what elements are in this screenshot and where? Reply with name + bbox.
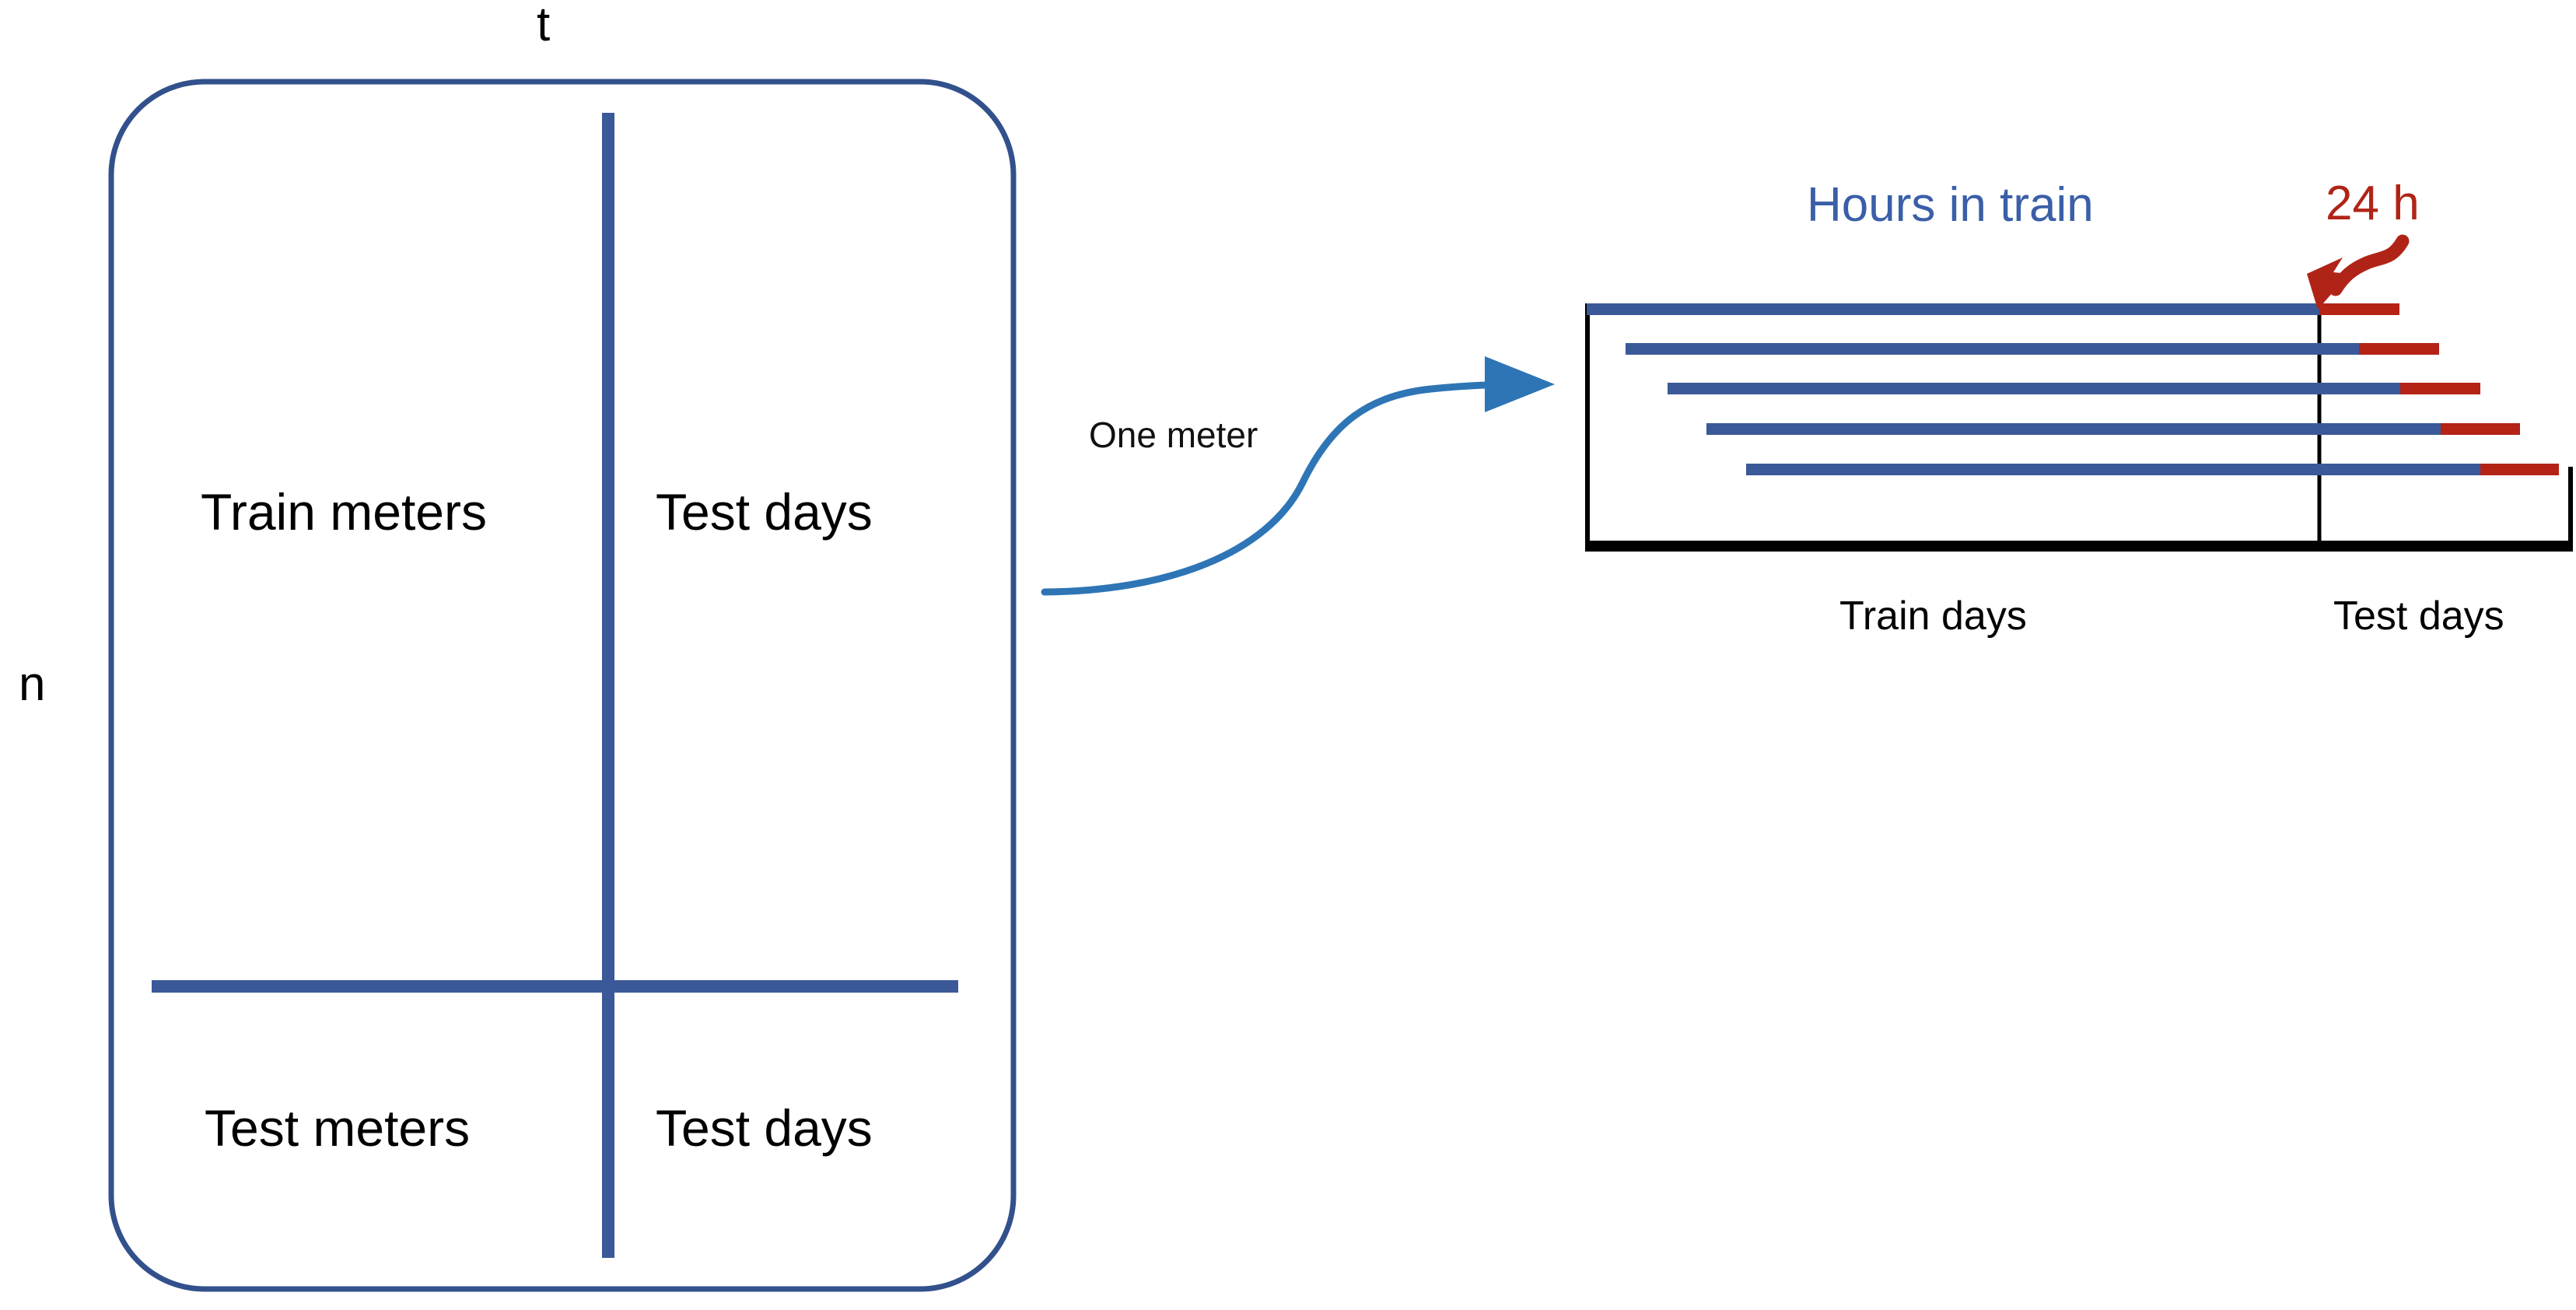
bar-row-2-test xyxy=(2359,343,2439,355)
callout-arrow-head-icon xyxy=(2307,257,2349,310)
bar-row-4-train xyxy=(1706,423,2441,435)
bar-row-5-train xyxy=(1746,464,2480,475)
bar-row-2-train xyxy=(1626,343,2359,355)
quadrant-label-test-days-bottom: Test days xyxy=(656,1099,873,1157)
bar-row-1-train xyxy=(1587,303,2319,315)
chart-callout-label-24h: 24 h xyxy=(2326,177,2420,230)
axis-label-n: n xyxy=(19,657,46,711)
bar-row-3-test xyxy=(2400,383,2480,394)
quadrant-label-test-meters: Test meters xyxy=(205,1099,471,1157)
chart-series-label-hours-in-train: Hours in train xyxy=(1807,178,2094,232)
matrix-rounded-rect xyxy=(108,79,1017,1292)
bar-row-4-test xyxy=(2441,423,2520,435)
bar-row-1-test xyxy=(2319,303,2399,315)
one-meter-arrow-icon xyxy=(1041,356,1555,596)
quadrant-label-train-meters: Train meters xyxy=(201,483,487,541)
bar-row-5-test xyxy=(2480,464,2559,475)
axis-label-t: t xyxy=(537,0,551,51)
chart-axis-label-test-days: Test days xyxy=(2333,594,2504,639)
bar-row-3-train xyxy=(1668,383,2400,394)
callout-arrow-icon xyxy=(2329,234,2410,296)
connector-label-one-meter: One meter xyxy=(1089,415,1258,455)
quadrant-label-test-days-top: Test days xyxy=(656,483,873,541)
chart-axis-label-train-days: Train days xyxy=(1839,594,2027,639)
